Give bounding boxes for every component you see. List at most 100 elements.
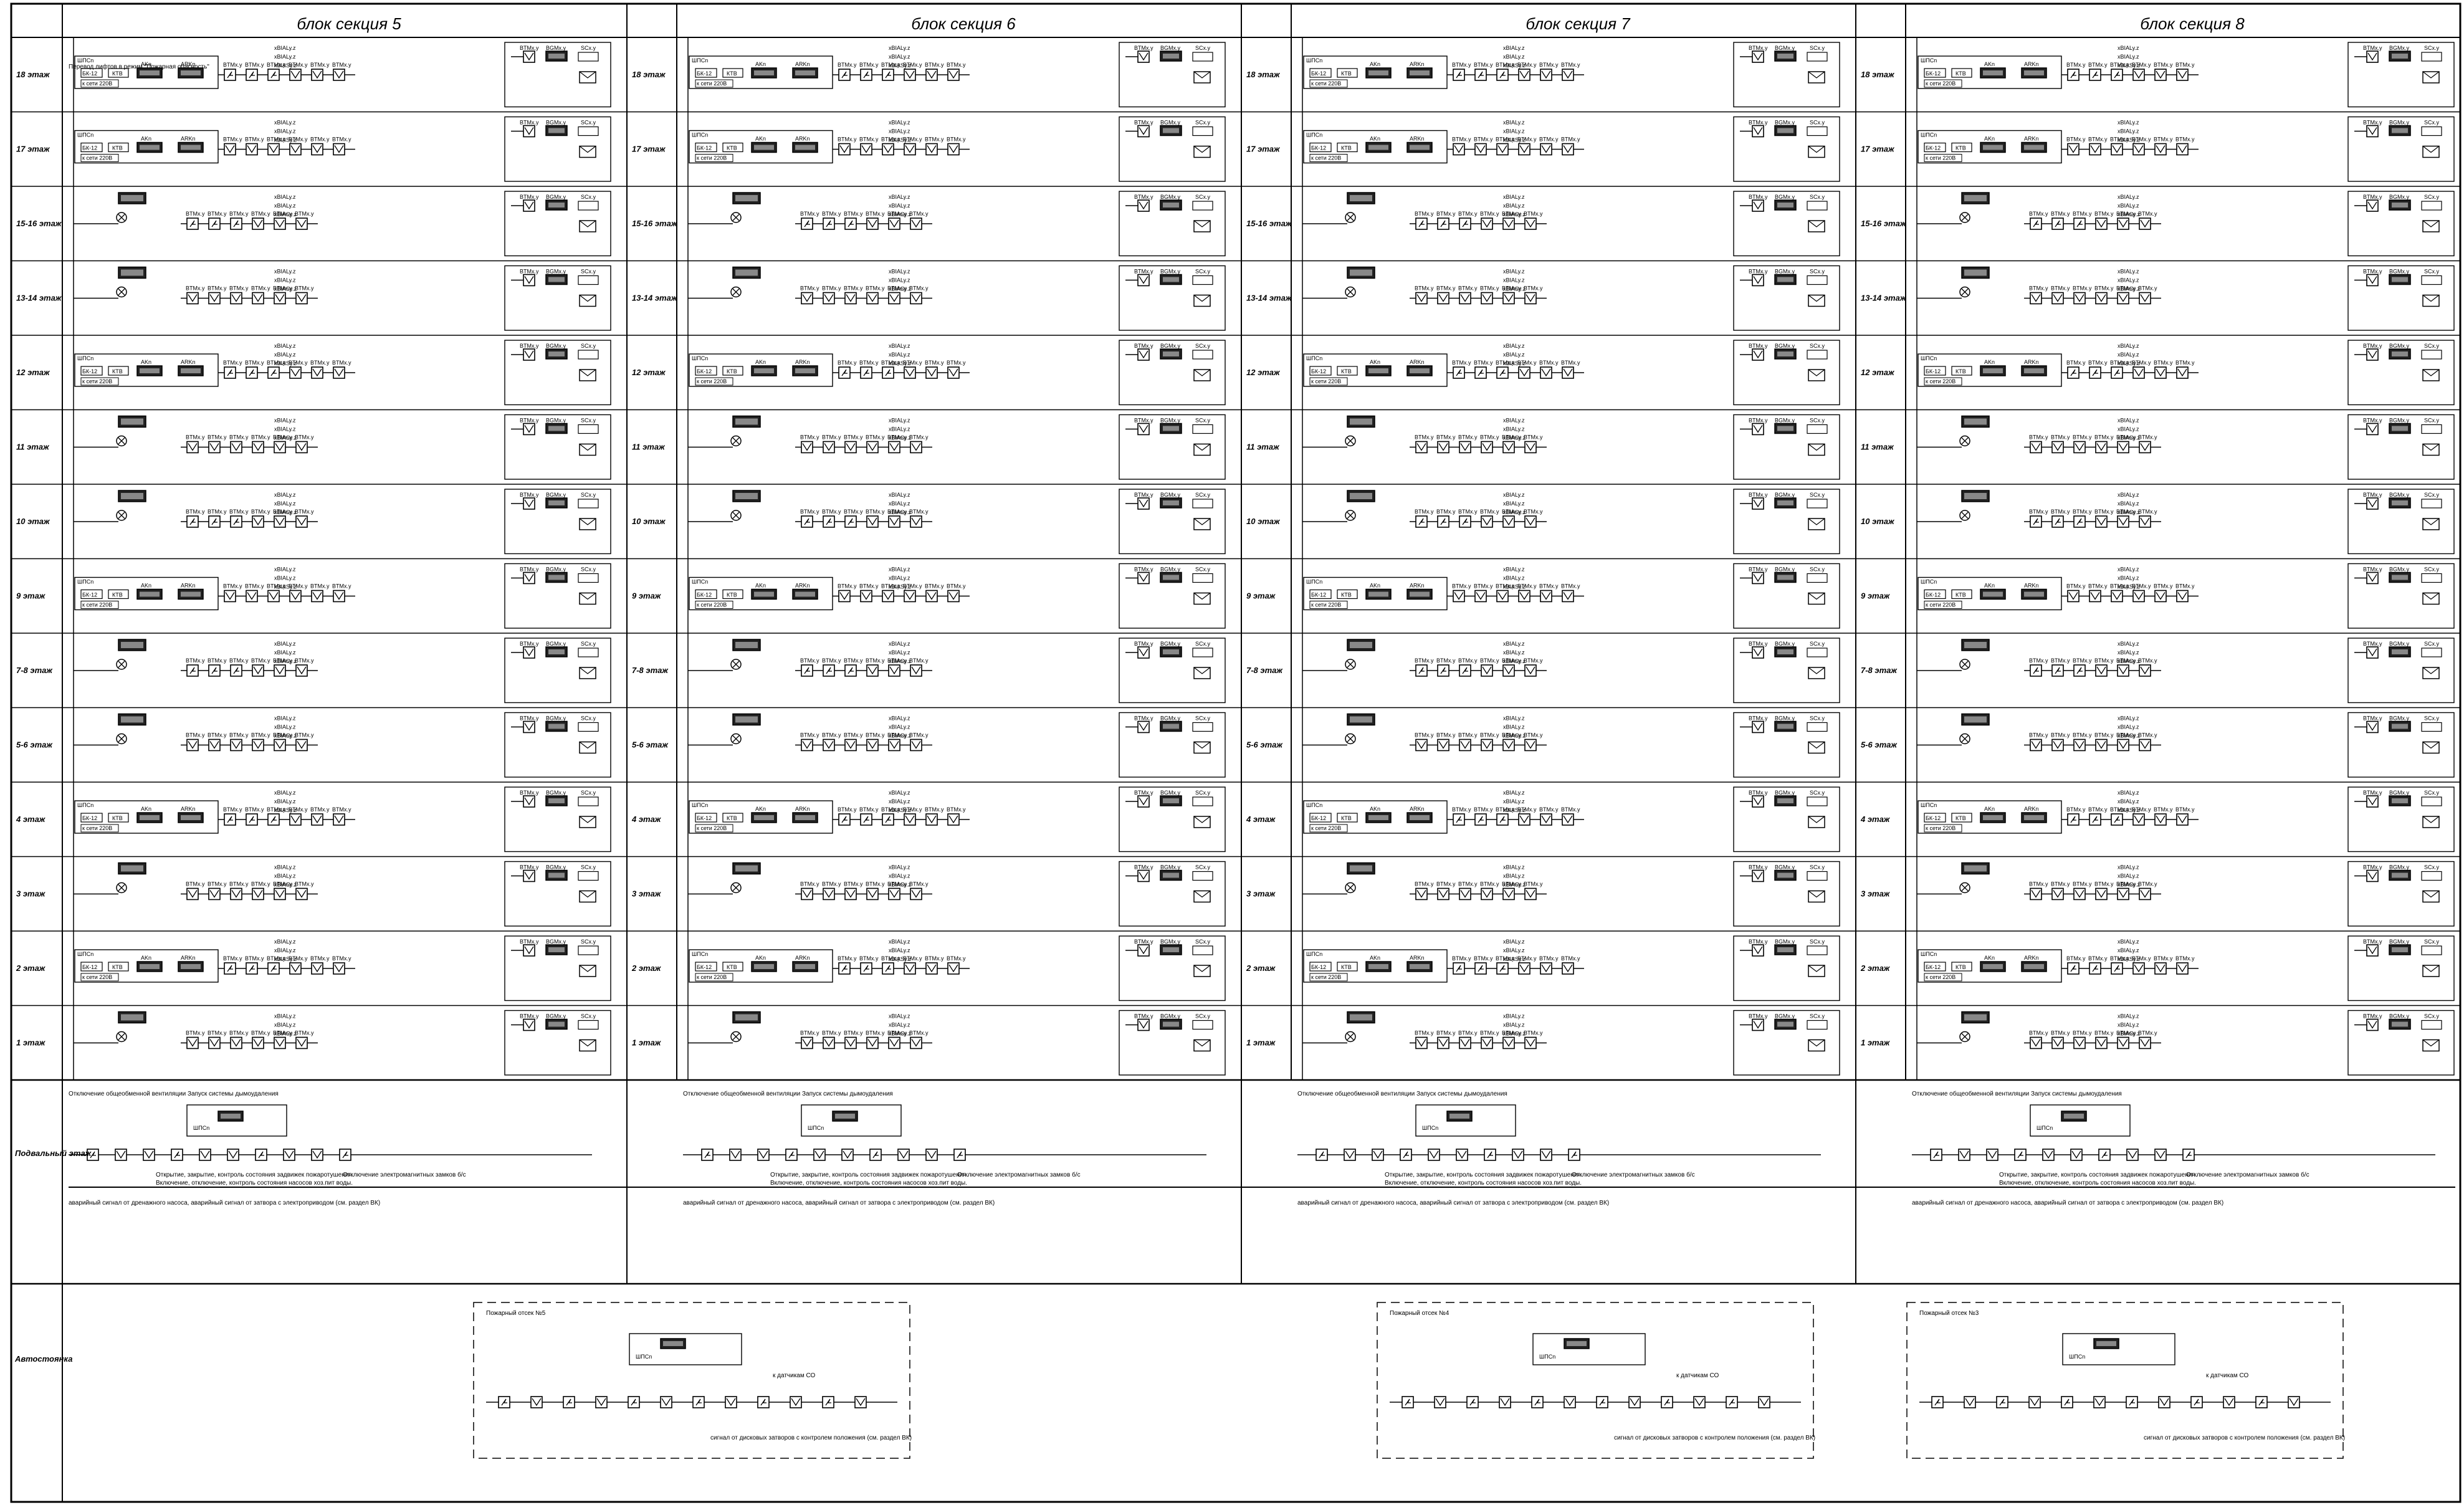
smoke-detector-icon [289,962,302,975]
smoke-detector-icon [2070,1149,2083,1161]
bk-label: БК-12 [697,815,712,821]
detector-label: BTMx.y [245,583,264,590]
detector-label: BTMx.y [1415,211,1434,217]
detector-label: BTMx.y [310,136,330,143]
heat-detector-mark [501,1398,507,1406]
smoke-detector-icon [1752,348,1764,361]
smoke-detector-mark [867,219,877,228]
sounder-cross [732,735,740,742]
power-label: к сети 220В [1311,974,1341,980]
smoke-detector-icon [1628,1396,1641,1408]
bial-label: xBIALy.z [889,724,910,730]
smoke-detector-mark [1460,741,1470,749]
detector-label: BTMx.y [947,806,966,813]
alarm-note: аварийный сигнал от дренажного насоса, а… [683,1200,995,1206]
detector-label: BTMx.y [2094,732,2114,738]
smoke-detector-mark [2134,368,2144,377]
detector-label: BTMx.y [909,657,929,664]
smoke-detector-icon [2095,1036,2108,1049]
detector-label: BTMx.y [2363,790,2382,796]
right-device-frame [1119,42,1226,108]
bial-label: xBIASy.z [274,509,297,515]
bk-label: БК-12 [697,70,712,77]
detector-label: BTMx.y [332,583,351,590]
smoke-detector-icon [2089,143,2101,156]
sc-label: SCx.y [581,194,596,200]
smoke-detector-mark [2094,1398,2104,1407]
smoke-detector-mark [1753,648,1763,657]
detector-label: BTMx.y [2363,269,2382,275]
smoke-detector-icon [888,664,900,677]
cabinet-label: ШПСn [1921,132,1937,138]
smoke-detector-icon [904,813,916,826]
heat-detector-mark [826,667,832,674]
detector-label: BTMx.y [1749,194,1768,200]
smoke-detector-mark [948,964,958,973]
smoke-detector-mark [1563,592,1573,600]
panel-screen [735,493,758,499]
right-device-frame [504,489,611,555]
bial-label: xBIALy.z [1503,203,1525,209]
detector-label: BTMx.y [1458,285,1478,292]
heat-detector-mark [1440,667,1446,674]
detector-label: BTMx.y [1749,343,1768,349]
bial-label: xBIALy.z [1503,500,1525,507]
call-point-mark [2422,816,2440,823]
detector-label: BTMx.y [838,62,857,68]
bial-label: xBIALy.z [274,939,296,945]
cabinet-label: ШПСn [1539,1354,1555,1360]
panel-screen [121,865,143,872]
floor-label: 11 этаж [632,442,666,451]
detector-label: BTMx.y [903,806,922,813]
detector-label: BTMx.y [251,509,270,515]
cabinet-frame [689,800,833,834]
heat-detector-mark [2258,1398,2265,1406]
detector-label: BTMx.y [332,806,351,813]
detector-label: BTMx.y [273,657,292,664]
panel-screen [1163,649,1179,654]
smoke-detector-icon [844,292,857,305]
detector-label: BTMx.y [1452,136,1471,143]
smoke-detector-mark [927,145,937,153]
smoke-detector-mark [1504,443,1514,451]
detector-label: BTMx.y [947,136,966,143]
heat-detector-mark [885,369,891,376]
sc-module [578,201,599,211]
right-device-frame [1733,191,1840,257]
arkn-label: ARKn [181,583,196,589]
cabinet-frame [74,353,219,387]
smoke-detector-mark [290,815,300,824]
vent-note: Отключение общеобменной вентиляции Запус… [69,1090,279,1097]
bial-label: xBIALy.z [889,500,910,507]
power-supply [80,79,119,88]
right-device-frame [1733,414,1840,480]
smoke-detector-mark [802,741,812,749]
bgm-label: BGMx.y [1775,641,1795,647]
sounder-cross [118,512,125,519]
detector-label: BTMx.y [925,806,944,813]
detector-label: BTMx.y [838,955,857,962]
smoke-detector-mark [867,443,877,451]
panel-screen [548,351,565,356]
call-point-mark [1808,369,1825,376]
bial-label: xBIASy.z [274,733,297,739]
smoke-detector-mark [297,666,307,675]
bgm-label: BGMx.y [546,492,566,498]
panel-screen [2392,798,2408,803]
valve-note: Открытие, закрытие, контроль состояния з… [770,1172,968,1178]
smoke-detector-icon [1415,738,1428,752]
smoke-detector-icon [813,1149,826,1161]
detector-label: BTMx.y [822,657,841,664]
floor-label: 18 этаж [632,70,666,79]
arkn-label: ARKn [795,359,810,365]
detector-label: BTMx.y [2029,881,2048,887]
detector-label: BTMx.y [2110,136,2129,143]
sc-module [1192,424,1213,434]
detector-label: BTMx.y [208,732,227,738]
detector-label: BTMx.y [1415,509,1434,515]
